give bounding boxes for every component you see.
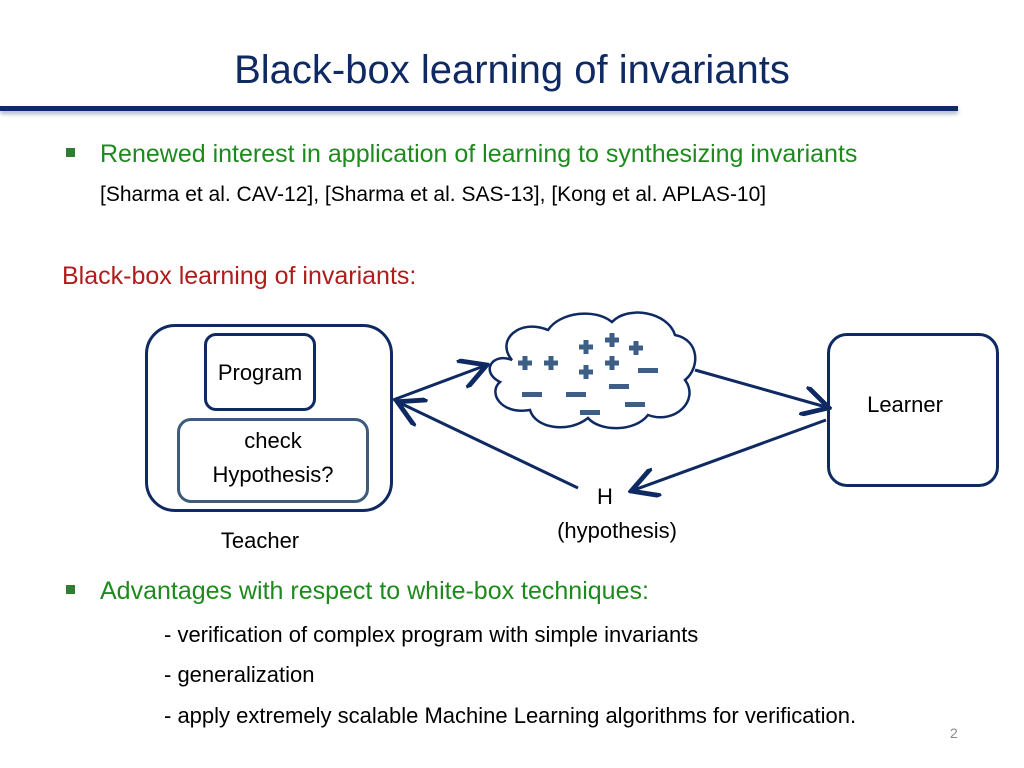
arrow-teacher-to-cloud xyxy=(392,366,484,402)
bullet-marker xyxy=(66,148,75,157)
sub-item-verification: - verification of complex program with s… xyxy=(164,622,699,647)
page-number: 2 xyxy=(950,725,958,741)
program-label: Program xyxy=(217,360,303,385)
slide-title: Black-box learning of invariants xyxy=(234,48,790,92)
positive-samples xyxy=(518,333,643,379)
title-underline xyxy=(0,106,958,111)
check-label: check xyxy=(244,428,302,453)
hypothesis-question-label: Hypothesis? xyxy=(212,462,334,487)
bullet-marker xyxy=(66,585,75,594)
h-label: H xyxy=(597,484,613,509)
section-heading: Black-box learning of invariants: xyxy=(62,262,417,290)
arrow-cloud-to-learner xyxy=(694,368,826,407)
negative-samples xyxy=(522,368,658,415)
bullet-learning-interest: Renewed interest in application of learn… xyxy=(100,140,858,168)
teacher-label: Teacher xyxy=(220,528,300,553)
citation-line: [Sharma et al. CAV-12], [Sharma et al. S… xyxy=(100,183,767,206)
arrow-h-to-teacher xyxy=(400,403,579,490)
arrow-learner-to-h xyxy=(634,418,827,490)
check-hypothesis-box xyxy=(177,418,369,503)
program-box xyxy=(204,333,316,411)
teacher-box xyxy=(145,324,393,512)
sub-item-ml-algorithms: - apply extremely scalable Machine Learn… xyxy=(164,703,857,728)
bullet-advantages: Advantages with respect to white-box tec… xyxy=(100,577,649,605)
sub-item-generalization: - generalization xyxy=(164,662,315,687)
hypothesis-label: (hypothesis) xyxy=(557,518,677,543)
learner-label: Learner xyxy=(867,392,943,417)
